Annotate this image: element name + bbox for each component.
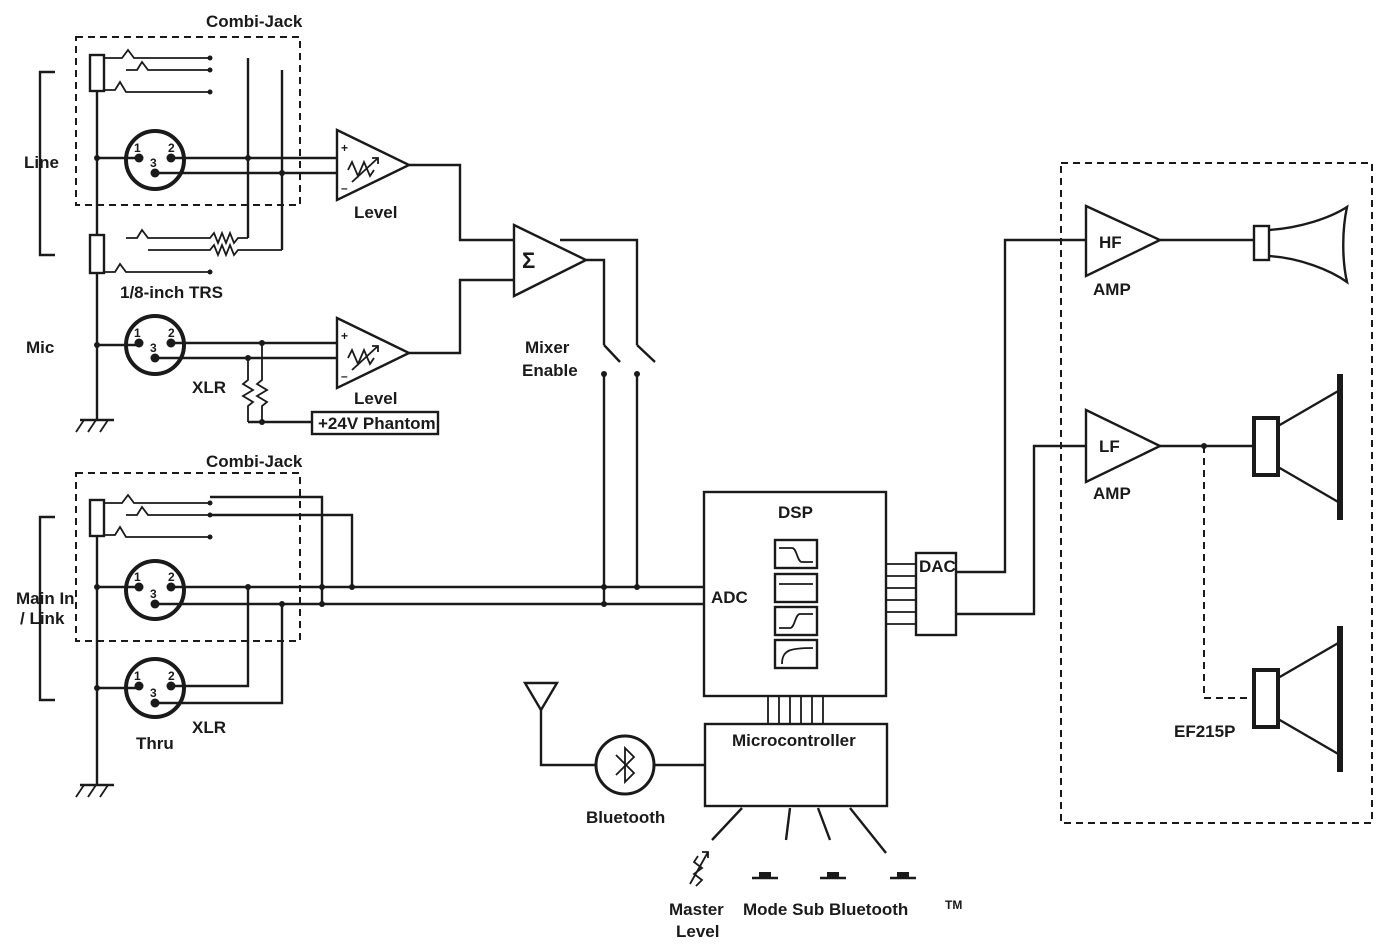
- master-label: Master: [669, 900, 724, 919]
- horn-tweeter-icon: [1252, 204, 1349, 285]
- xlr-thru-label: XLR: [192, 718, 226, 737]
- svg-text:1: 1: [134, 570, 141, 584]
- svg-text:+: +: [341, 329, 348, 343]
- model-label: EF215P: [1174, 722, 1235, 741]
- ground-top-icon: [75, 418, 114, 433]
- trs-label: 1/8-inch TRS: [120, 283, 223, 302]
- bluetooth-icon: [594, 734, 656, 796]
- lf-label: LF: [1099, 437, 1120, 456]
- xlr-main-in-icon: 1 2 3: [124, 559, 186, 621]
- ground-bottom-icon: [75, 783, 114, 798]
- woofer-top-icon: [1252, 374, 1343, 520]
- svg-text:2: 2: [168, 326, 175, 340]
- xlr-mic-label: XLR: [192, 378, 226, 397]
- antenna-icon: [522, 681, 596, 767]
- svg-text:3: 3: [150, 156, 157, 170]
- dac-block: [914, 551, 958, 637]
- phantom-power-box: [310, 410, 440, 436]
- combi-jack-top-label: Combi-Jack: [206, 12, 303, 31]
- bluetooth-button-icon: [890, 872, 916, 880]
- line-label: Line: [24, 153, 59, 172]
- woofer-bottom-icon: [1252, 626, 1343, 772]
- phantom-resistors-icon: [241, 340, 312, 425]
- xlr-line-icon: 1 2 3: [124, 129, 186, 191]
- line-level-amp-icon: + –: [335, 128, 412, 202]
- microcontroller-label: Microcontroller: [732, 731, 856, 750]
- mic-level-amp-icon: + –: [335, 316, 412, 390]
- dac-label: DAC: [919, 557, 956, 576]
- svg-text:2: 2: [168, 669, 175, 683]
- mixer-label: Mixer: [525, 338, 570, 357]
- mic-label: Mic: [26, 338, 54, 357]
- mixer-summing-amp-icon: Σ: [512, 223, 589, 298]
- svg-text:–: –: [341, 181, 348, 195]
- svg-text:1: 1: [134, 669, 141, 683]
- combi-jack-bottom-outline: [75, 472, 301, 642]
- main-in-label: Main In: [16, 589, 75, 608]
- trs-jack-bottom-icon: [88, 493, 213, 540]
- thru-label: Thru: [136, 734, 174, 753]
- sub-button-icon: [820, 872, 846, 880]
- svg-text:3: 3: [150, 587, 157, 601]
- hf-label: HF: [1099, 233, 1122, 252]
- lf-amp-label: AMP: [1093, 484, 1131, 503]
- hf-amp-label: AMP: [1093, 280, 1131, 299]
- svg-text:3: 3: [150, 341, 157, 355]
- trademark-label: TM: [945, 898, 962, 912]
- svg-text:1: 1: [134, 141, 141, 155]
- hf-amp-icon: [1084, 204, 1163, 278]
- svg-text:–: –: [341, 369, 348, 383]
- svg-text:3: 3: [150, 686, 157, 700]
- mode-button-icon: [752, 872, 778, 880]
- buttons-label: Mode Sub Bluetooth: [743, 900, 908, 919]
- speaker-enclosure-outline: [1060, 162, 1373, 824]
- line-bracket: [38, 70, 55, 257]
- trs-eighth-inch-jack-icon: [88, 228, 282, 275]
- microcontroller-block: [703, 722, 889, 808]
- xlr-mic-icon: 1 2 3: [124, 314, 186, 376]
- svg-text:2: 2: [168, 141, 175, 155]
- phantom-label: +24V Phantom: [318, 414, 436, 433]
- main-in-bracket: [38, 515, 55, 702]
- svg-text:2: 2: [168, 570, 175, 584]
- combi-jack-bottom-label: Combi-Jack: [206, 452, 303, 471]
- svg-text:+: +: [341, 141, 348, 155]
- enable-label: Enable: [522, 361, 578, 380]
- dsp-filter-icons: [773, 538, 819, 670]
- bluetooth-label: Bluetooth: [586, 808, 665, 827]
- svg-text:Σ: Σ: [522, 248, 535, 273]
- mixer-enable-switch-icon: [601, 344, 656, 377]
- master-level-label: Level: [676, 922, 719, 941]
- master-level-knob-icon: [689, 851, 709, 887]
- level-line-label: Level: [354, 203, 397, 222]
- dsp-label: DSP: [778, 503, 813, 522]
- svg-text:1: 1: [134, 326, 141, 340]
- trs-jack-top-icon: [88, 48, 213, 95]
- link-label: / Link: [20, 609, 65, 628]
- level-mic-label: Level: [354, 389, 397, 408]
- combi-jack-top-outline: [75, 36, 301, 206]
- adc-label: ADC: [711, 588, 748, 607]
- lf-amp-icon: [1084, 408, 1163, 484]
